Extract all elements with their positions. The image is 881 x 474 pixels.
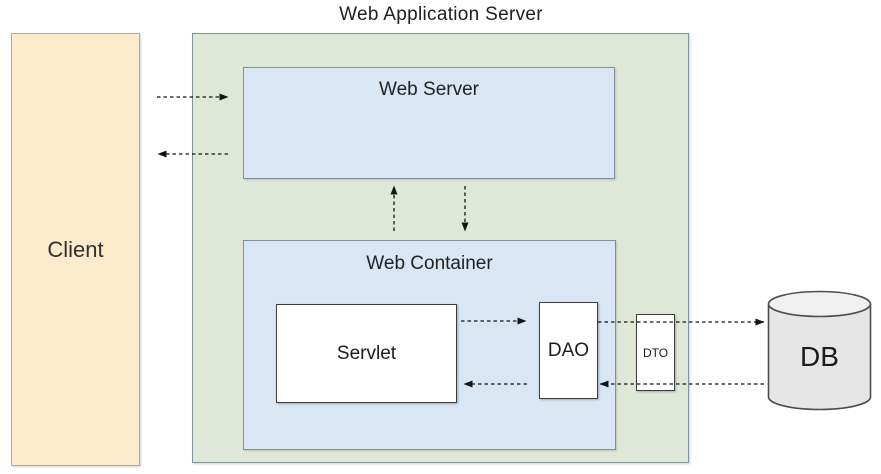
node-dao: DAO [539, 302, 598, 399]
node-web-server-label: Web Server [379, 79, 479, 100]
node-servlet-label: Servlet [336, 342, 397, 364]
node-dto-label: DTO [642, 345, 669, 360]
node-web-container-label: Web Container [366, 253, 493, 274]
node-client-label: Client [47, 236, 104, 262]
database-cylinder-icon [767, 290, 872, 411]
node-servlet: Servlet [276, 304, 457, 403]
node-client: Client [11, 33, 140, 466]
node-web-server: Web Server [243, 67, 615, 179]
node-dao-label: DAO [547, 339, 590, 361]
diagram-title: Web Application Server [339, 4, 543, 25]
node-db-label: DB [800, 341, 839, 372]
node-dto: DTO [636, 314, 675, 391]
node-db: DB [767, 290, 872, 412]
